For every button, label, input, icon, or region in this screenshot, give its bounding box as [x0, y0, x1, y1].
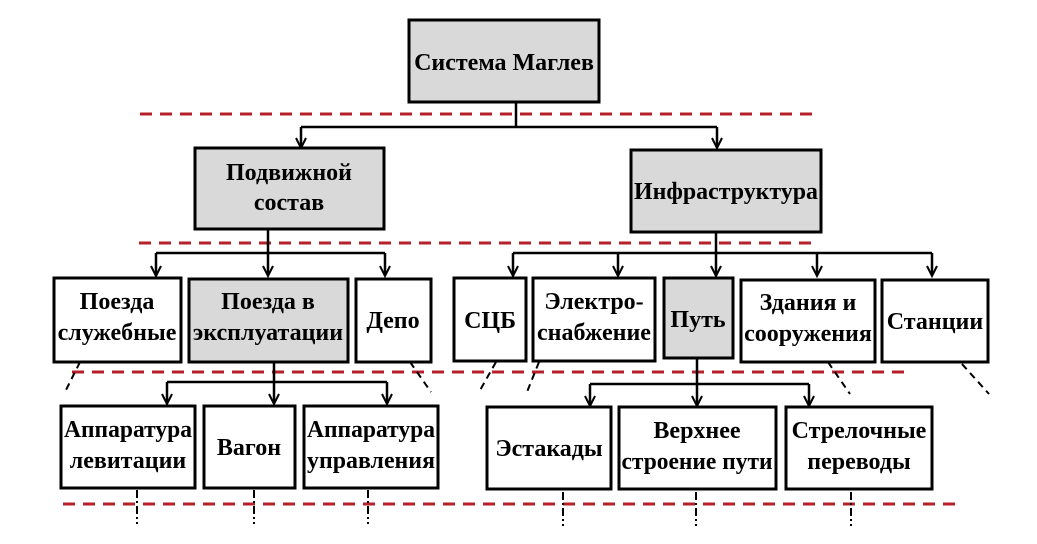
node-label: Здания и [760, 290, 857, 316]
node-service-trains: Поезда служебные [52, 276, 183, 364]
node-label: Подвижной [226, 160, 352, 186]
node-label: Аппаратура [307, 417, 435, 443]
node-label: переводы [807, 449, 911, 475]
node-label: Система Маглев [414, 50, 594, 76]
node-operating-trains: Поезда в эксплуатации [187, 277, 350, 364]
node-label: Аппаратура [64, 417, 192, 443]
node-buildings: Здания и сооружения [739, 278, 877, 364]
node-wagon: Вагон [202, 404, 297, 490]
node-label: состав [254, 190, 324, 216]
node-label: снабжение [537, 320, 651, 346]
node-label: Вагон [217, 435, 281, 461]
continuation-line [64, 361, 81, 393]
node-rolling-stock: Подвижной состав [193, 146, 386, 231]
node-root: Система Маглев [407, 18, 601, 104]
node-infrastructure: Инфраструктура [629, 148, 823, 234]
node-label: Верхнее [653, 418, 740, 444]
arrow-icon [507, 265, 519, 279]
node-label: управления [307, 448, 435, 474]
arrow-icon [262, 265, 274, 279]
arrow-icon [150, 265, 162, 279]
connectors [154, 102, 934, 404]
node-levitation-equipment: Аппаратура левитации [59, 404, 197, 490]
arrow-icon [379, 265, 391, 279]
node-label: СЦБ [464, 308, 516, 334]
node-label: Электро- [544, 289, 643, 315]
node-label: Инфраструктура [634, 179, 818, 205]
continuation-line [526, 361, 540, 393]
continuation-line [961, 363, 990, 395]
node-depot: Депо [354, 277, 433, 364]
node-label: Депо [366, 308, 419, 334]
node-label: левитации [70, 448, 187, 474]
arrow-icon [811, 265, 823, 279]
node-label: сооружения [744, 321, 872, 347]
arrowheads [150, 137, 938, 409]
arrow-icon [161, 393, 173, 407]
continuation-lines [64, 361, 990, 526]
node-label: строение пути [622, 449, 773, 475]
arrow-icon [926, 265, 938, 279]
node-label: Поезда в [221, 289, 315, 315]
node-stations: Станции [880, 278, 990, 364]
arrow-icon [710, 265, 722, 279]
node-track: Путь [662, 276, 735, 360]
arrow-icon [381, 393, 393, 407]
node-control-equipment: Аппаратура управления [302, 404, 440, 490]
node-label: Эстакады [495, 436, 603, 462]
level-separators [63, 112, 962, 506]
arrow-icon [711, 137, 723, 151]
node-label: Путь [670, 307, 725, 333]
continuation-line [409, 361, 432, 393]
node-label: Поезда [80, 289, 155, 315]
node-track-superstructure: Верхнее строение пути [617, 405, 778, 491]
node-label: служебные [58, 320, 177, 346]
node-switches: Стрелочные переводы [784, 405, 934, 491]
continuation-line [827, 361, 851, 395]
node-label: Станции [887, 309, 984, 335]
node-overpasses: Эстакады [485, 405, 613, 491]
node-power-supply: Электро- снабжение [531, 276, 657, 363]
arrow-icon [268, 393, 280, 407]
continuation-line [478, 361, 497, 393]
node-label: эксплуатации [193, 320, 343, 346]
arrow-icon [612, 265, 624, 279]
node-label: Стрелочные [792, 418, 927, 444]
node-scb: СЦБ [452, 276, 528, 363]
